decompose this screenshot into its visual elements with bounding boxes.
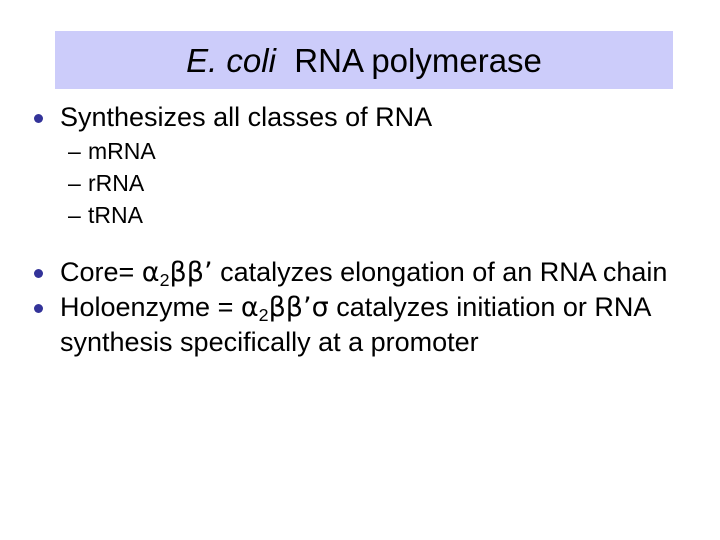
alpha-symbol: α xyxy=(240,292,259,323)
bullet-item-core: Core= α2ββ’ catalyzes elongation of an R… xyxy=(0,255,720,290)
core-prefix: Core= xyxy=(60,257,142,287)
bullet-item-holoenzyme: Holoenzyme = α2ββ’σ catalyzes initiation… xyxy=(0,290,720,360)
bullet-label: Holoenzyme = α2ββ’σ catalyzes initiation… xyxy=(60,290,704,360)
alpha-subscript: 2 xyxy=(159,269,170,290)
core-suffix: catalyzes elongation of an RNA chain xyxy=(212,257,668,287)
title-rest: RNA polymerase xyxy=(294,41,542,79)
sub-bullet-item-rrna: – rRNA xyxy=(0,167,720,199)
title-scientific-name: E. coli xyxy=(186,41,276,79)
beta-group-symbol: ββ’ xyxy=(169,257,213,288)
holoenzyme-suffix: catalyzes initiation or RNA synthesis sp… xyxy=(60,292,650,357)
bullet-item-synthesizes: Synthesizes all classes of RNA xyxy=(0,100,720,135)
bullet-label: Synthesizes all classes of RNA xyxy=(60,102,433,132)
sub-bullet-item-trna: – tRNA xyxy=(0,199,720,231)
title-separator xyxy=(276,42,294,79)
bullet-dot-icon xyxy=(30,100,60,135)
spacer xyxy=(0,231,720,255)
en-dash-icon: – xyxy=(68,138,81,164)
bullet-label: Core= α2ββ’ catalyzes elongation of an R… xyxy=(60,255,704,290)
sub-bullet-label: rRNA xyxy=(88,170,145,196)
slide-body: Synthesizes all classes of RNA – mRNA – … xyxy=(0,100,720,360)
bullet-dot-icon xyxy=(30,290,60,325)
beta-group-symbol: ββ’σ xyxy=(268,292,329,323)
page-title: E. coli RNA polymerase xyxy=(186,44,542,77)
bullet-dot-icon xyxy=(30,255,60,290)
alpha-subscript: 2 xyxy=(258,304,269,325)
alpha-symbol: α xyxy=(141,257,160,288)
en-dash-icon: – xyxy=(68,170,81,196)
sub-bullet-item-mrna: – mRNA xyxy=(0,135,720,167)
holoenzyme-prefix: Holoenzyme = xyxy=(60,292,241,322)
sub-bullet-label: tRNA xyxy=(88,202,143,228)
slide-title-band: E. coli RNA polymerase xyxy=(55,31,673,89)
en-dash-icon: – xyxy=(68,202,81,228)
sub-bullet-label: mRNA xyxy=(88,138,156,164)
